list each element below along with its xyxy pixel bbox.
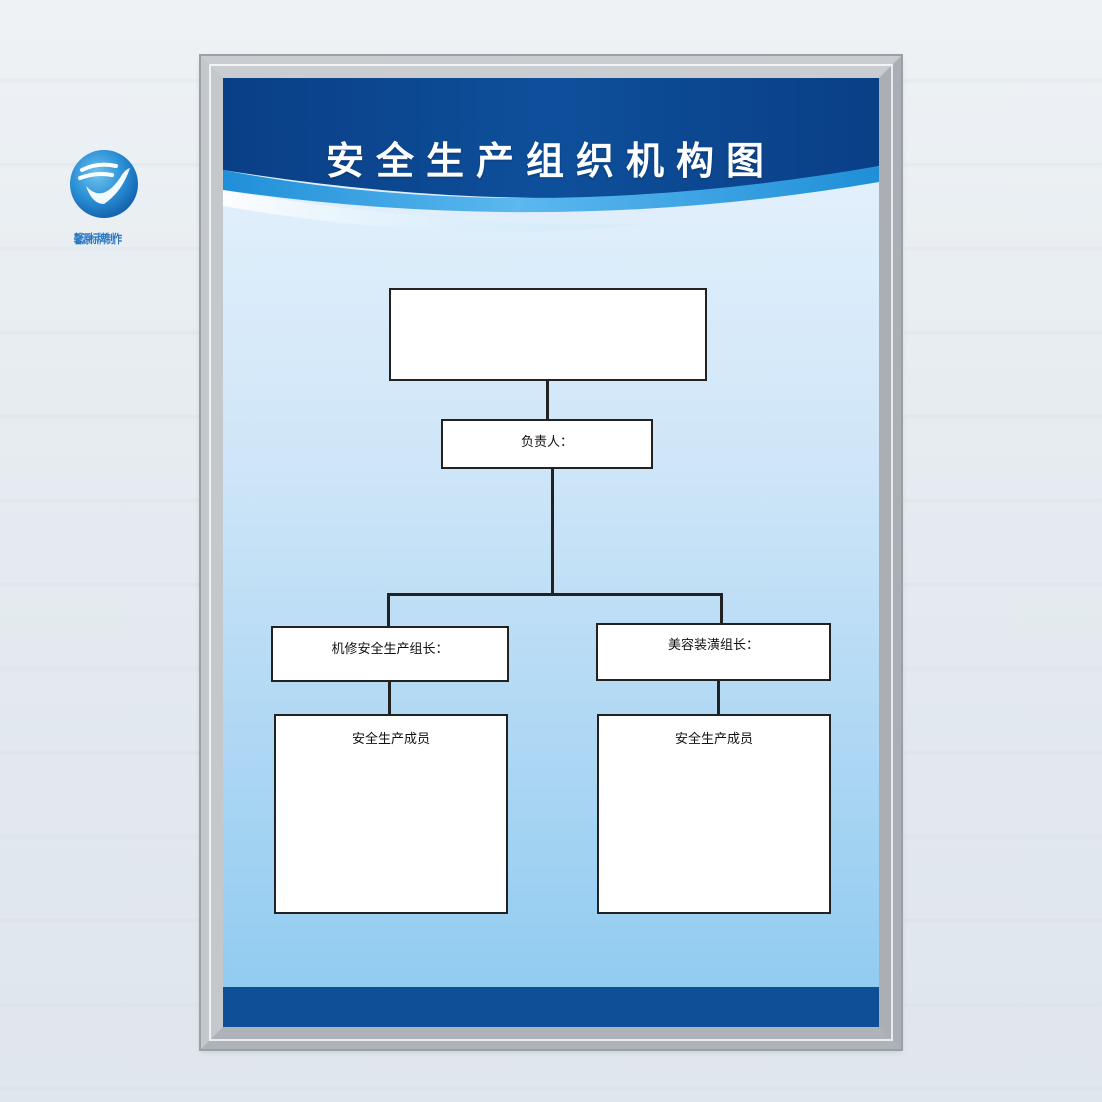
org-group-head-box-2: 美容装潢组长： bbox=[596, 623, 831, 681]
connector-right-drop bbox=[720, 593, 723, 625]
org-group-head-label-1: 机修安全生产组长： bbox=[331, 642, 449, 657]
connector-top-to-leader bbox=[546, 380, 549, 420]
connector-horizontal-bar bbox=[387, 593, 723, 596]
org-leader-label: 负责人： bbox=[520, 435, 573, 450]
header-banner bbox=[223, 78, 879, 232]
org-leader-box: 负责人： bbox=[441, 419, 653, 469]
org-group-members-box-1: 安全生产成员 bbox=[274, 714, 508, 914]
connector-right-head-to-members bbox=[717, 680, 720, 716]
sign-board: 安全生产组织机构图 负责人： 机修安全生产组长： 安全生产成员 美容装潢组长： … bbox=[223, 78, 879, 1027]
footer-band bbox=[223, 987, 879, 1027]
org-top-box bbox=[389, 288, 707, 381]
org-group-members-box-2: 安全生产成员 bbox=[597, 714, 831, 914]
connector-left-head-to-members bbox=[388, 681, 391, 715]
logo-emblem-icon bbox=[70, 150, 138, 218]
org-group-members-label-2: 安全生产成员 bbox=[674, 732, 753, 747]
board-title: 安全生产组织机构图 bbox=[325, 139, 776, 183]
brand-logo: 馨源标牌制作 bbox=[62, 148, 152, 258]
connector-left-drop bbox=[387, 593, 390, 627]
org-group-head-box-1: 机修安全生产组长： bbox=[271, 626, 509, 682]
org-group-head-label-2: 美容装潢组长： bbox=[667, 638, 759, 653]
logo-text: 馨源标牌制作 bbox=[73, 232, 122, 246]
connector-leader-down bbox=[551, 468, 554, 596]
org-group-members-label-1: 安全生产成员 bbox=[351, 732, 430, 747]
sign-frame: 安全生产组织机构图 负责人： 机修安全生产组长： 安全生产成员 美容装潢组长： … bbox=[201, 56, 901, 1049]
